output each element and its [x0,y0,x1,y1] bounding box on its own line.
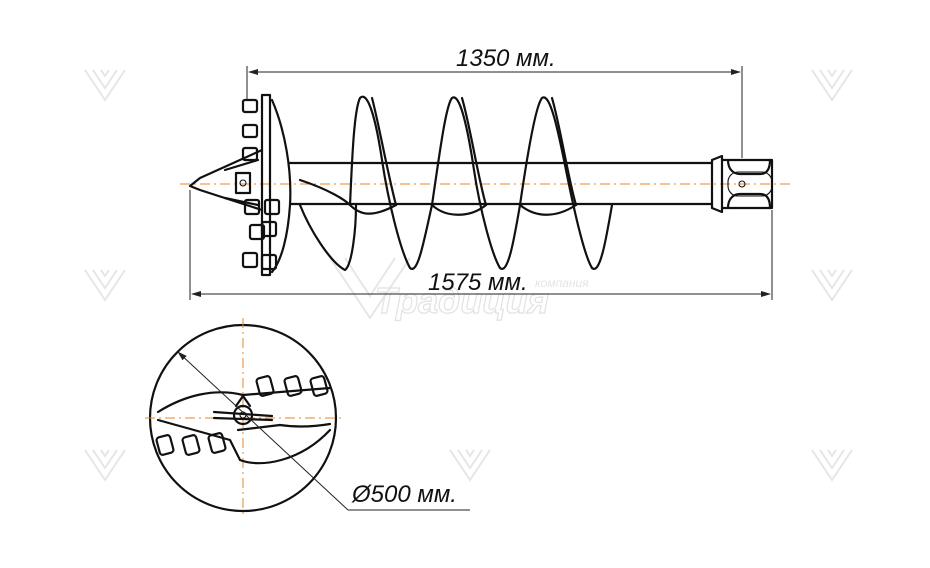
dimension-label-diameter: Ø500 мм. [351,481,457,508]
helix-flights [298,95,614,272]
dimension-total-length: 1575 мм. [189,190,773,300]
watermark-company-small: компания [535,276,589,290]
auger-end-view: Ø500 мм. [145,318,470,516]
watermark-company-name: Традиция [375,280,549,321]
auger-side-view: 1350 мм. 1575 мм. [180,45,790,300]
dimension-diameter: Ø500 мм. [177,351,470,511]
dimension-label-1575: 1575 мм. [428,269,528,296]
hex-adapter [710,154,774,214]
dimension-label-1350: 1350 мм. [456,45,556,72]
auger-tube [288,161,714,206]
dimension-screw-length: 1350 мм. [246,45,743,158]
auger-head [188,93,292,277]
end-view-teeth [155,375,329,456]
